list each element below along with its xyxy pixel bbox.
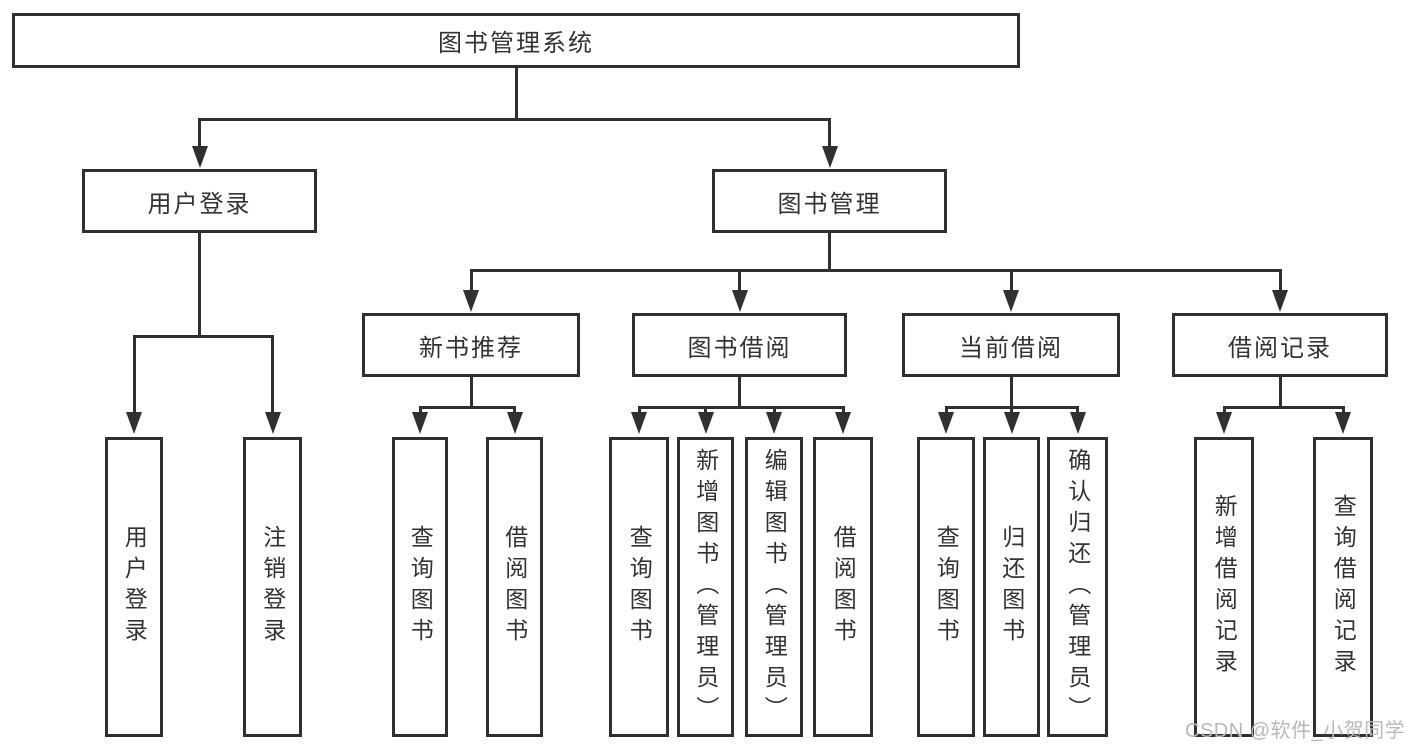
connector-line <box>469 269 473 292</box>
connector-line <box>469 377 473 409</box>
arrow-down-icon <box>766 412 782 434</box>
node-label: 新增借阅记录 <box>1211 494 1238 680</box>
connector-line <box>198 233 201 338</box>
connector-line <box>637 406 641 413</box>
node-label: 当前借阅 <box>959 334 1063 362</box>
node-label: 图书借阅 <box>687 334 792 362</box>
node-borrowing-add-book-admin: 新增图书（管理员） <box>677 437 734 737</box>
node-label: 用户登录 <box>121 525 148 649</box>
connector-line <box>1278 377 1282 409</box>
node-user-login: 用户登录 <box>82 169 317 233</box>
arrow-down-icon <box>631 412 647 434</box>
connector-line <box>738 377 741 409</box>
arrow-down-icon <box>126 412 142 434</box>
connector-line <box>513 406 516 413</box>
arrow-down-icon <box>697 412 714 434</box>
node-records-query-borrow-record: 查询借阅记录 <box>1313 437 1373 737</box>
node-label: 确认归还（管理员） <box>1064 447 1091 727</box>
connector-line <box>271 335 274 413</box>
connector-line <box>469 268 1282 272</box>
node-borrowing-borrow-books: 借阅图书 <box>813 437 873 737</box>
connector-line <box>944 405 1079 409</box>
connector-line <box>418 406 422 413</box>
arrow-down-icon <box>731 290 748 312</box>
node-newbook-query-books: 查询图书 <box>392 437 448 737</box>
connector-line <box>944 406 948 413</box>
arrow-down-icon <box>1069 412 1086 434</box>
node-leaf-user-login: 用户登录 <box>105 437 163 737</box>
node-leaf-logout: 注销登录 <box>243 437 302 737</box>
arrow-down-icon <box>1216 412 1232 434</box>
node-label: 查询借阅记录 <box>1330 494 1357 680</box>
connector-line <box>132 335 136 413</box>
connector-line <box>828 233 831 272</box>
node-label: 用户登录 <box>147 190 252 218</box>
node-label: 新书推荐 <box>419 334 523 362</box>
arrow-down-icon <box>1003 412 1020 434</box>
node-label: 编辑图书（管理员） <box>761 447 788 727</box>
node-records-add-borrow-record: 新增借阅记录 <box>1194 437 1254 737</box>
arrow-down-icon <box>191 146 208 168</box>
arrow-down-icon <box>463 290 479 312</box>
arrow-down-icon <box>1272 290 1288 312</box>
node-new-book-recommendation: 新书推荐 <box>362 313 580 377</box>
arrow-down-icon <box>835 412 851 434</box>
node-label: 归还图书 <box>998 525 1025 649</box>
arrow-down-icon <box>412 412 428 434</box>
connector-line <box>637 405 845 409</box>
watermark: CSDN @软件_小贺同学 <box>1185 720 1405 742</box>
arrow-down-icon <box>1335 412 1351 434</box>
node-borrowing-edit-book-admin: 编辑图书（管理员） <box>745 437 803 737</box>
node-current-borrowing: 当前借阅 <box>902 313 1120 377</box>
node-borrowing-query-books: 查询图书 <box>609 437 669 737</box>
connector-line <box>132 334 274 338</box>
node-current-confirm-return-admin: 确认归还（管理员） <box>1047 437 1108 737</box>
node-label: 新增图书（管理员） <box>692 447 719 727</box>
connector-line <box>1341 406 1345 413</box>
connector-line <box>738 269 741 292</box>
arrow-down-icon <box>506 412 523 434</box>
node-book-borrowing: 图书借阅 <box>632 313 847 377</box>
node-borrowing-records: 借阅记录 <box>1172 313 1388 377</box>
node-library-management-system: 图书管理系统 <box>12 13 1020 68</box>
connector-line <box>1278 269 1282 292</box>
node-label: 查询图书 <box>933 525 960 649</box>
connector-line <box>1009 377 1013 409</box>
node-label: 图书管理 <box>777 190 882 218</box>
connector-line <box>1010 406 1013 413</box>
connector-line <box>828 118 831 150</box>
connector-line <box>198 118 201 150</box>
connector-line <box>841 406 845 413</box>
connector-line <box>1009 269 1013 292</box>
connector-line <box>704 406 707 413</box>
connector-line <box>1076 406 1079 413</box>
connector-line <box>1222 405 1345 409</box>
node-label: 借阅图书 <box>501 525 528 649</box>
connector-line <box>198 117 831 121</box>
arrow-down-icon <box>264 412 281 434</box>
node-label: 图书管理系统 <box>438 30 594 57</box>
arrow-down-icon <box>1003 290 1019 312</box>
node-current-return-book: 归还图书 <box>983 437 1040 737</box>
node-label: 查询图书 <box>626 525 653 649</box>
connector-line <box>514 68 518 120</box>
connector-line <box>1222 406 1226 413</box>
node-label: 借阅图书 <box>830 525 857 649</box>
arrow-down-icon <box>938 412 954 434</box>
node-book-management: 图书管理 <box>712 169 947 233</box>
node-label: 注销登录 <box>259 525 286 649</box>
node-label: 查询图书 <box>407 525 434 649</box>
node-newbook-borrow-books: 借阅图书 <box>486 437 543 737</box>
arrow-down-icon <box>821 146 838 168</box>
node-label: 借阅记录 <box>1228 334 1332 362</box>
connector-line <box>418 405 516 409</box>
connector-line <box>772 406 776 413</box>
node-current-query-books: 查询图书 <box>917 437 975 737</box>
